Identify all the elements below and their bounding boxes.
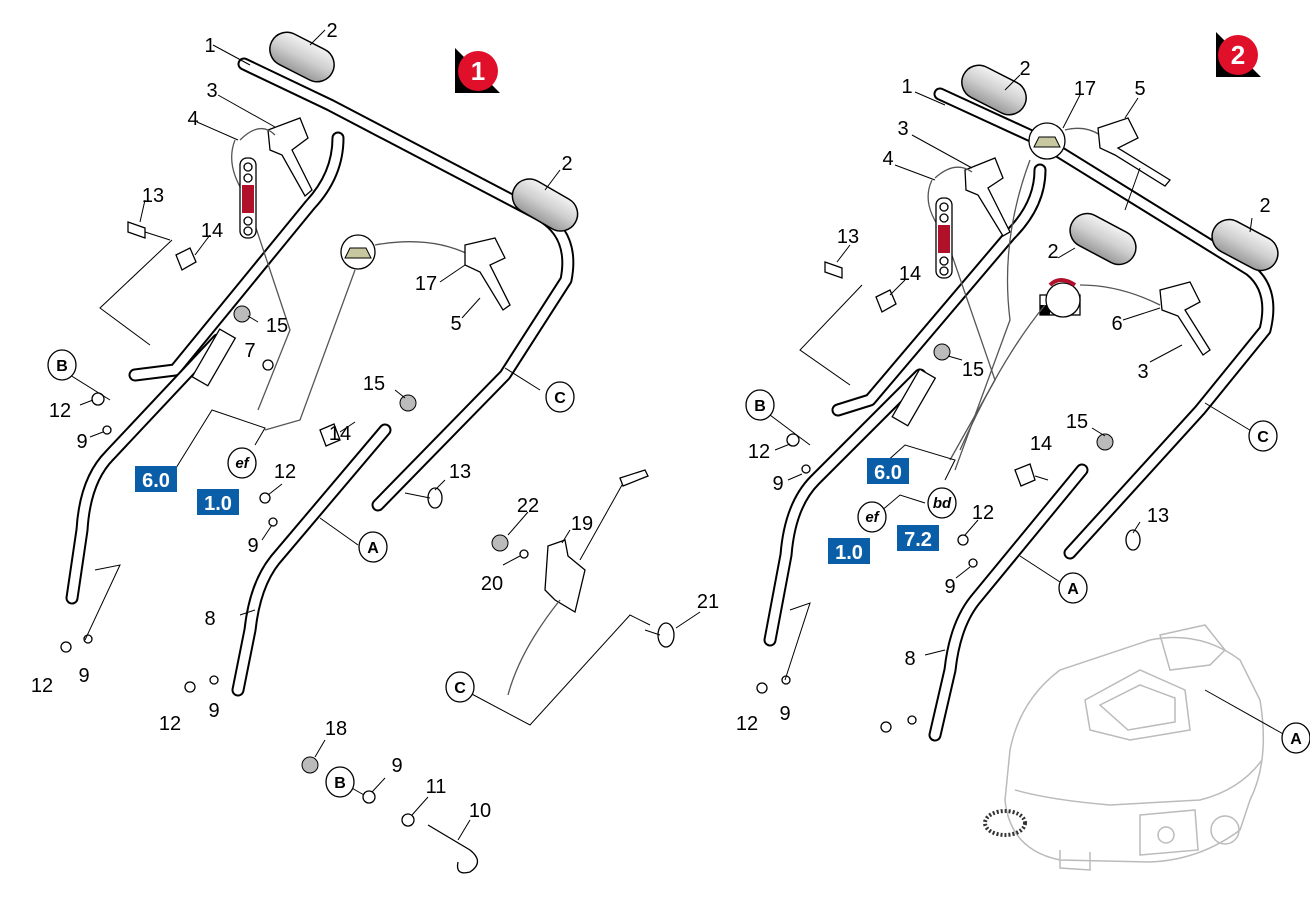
circle-label-ef: ef [235, 455, 250, 472]
part-number: 11 [426, 776, 447, 798]
part-number: 9 [247, 535, 258, 557]
part-number: 3 [897, 118, 908, 140]
part-number: 4 [187, 108, 198, 130]
part-number: 9 [78, 665, 89, 687]
circle-label-ef: ef [865, 509, 880, 526]
part-number: 17 [415, 273, 437, 295]
part-number: 1 [204, 35, 215, 57]
figure-1-ref-boxes: 6.0 1.0 [135, 466, 239, 515]
part-number: 12 [31, 675, 53, 697]
figure-2-badge-number: 2 [1231, 40, 1245, 70]
part-number: 2 [1259, 195, 1270, 217]
part-number: 9 [944, 576, 955, 598]
part-number: 14 [329, 423, 351, 445]
part-number: 2 [1019, 58, 1030, 80]
part-number: 2 [326, 20, 337, 42]
part-number: 9 [779, 703, 790, 725]
part-number: 14 [201, 220, 223, 242]
figure-1-badge: 1 [455, 48, 500, 93]
part-number: 15 [962, 359, 984, 381]
part-number: 9 [772, 473, 783, 495]
ref-box-6-0: 6.0 [142, 470, 170, 492]
figure-2-ref-boxes: 6.0 1.0 7.2 [828, 458, 939, 564]
part-number: 2 [561, 153, 572, 175]
part-number: 14 [899, 263, 921, 285]
part-number: 13 [1147, 505, 1169, 527]
part-number: 3 [1137, 361, 1148, 383]
part-number: 15 [1066, 411, 1088, 433]
figure-1-part-numbers: 1 2 2 3 4 5 7 8 9 9 9 9 9 10 11 12 12 12… [31, 20, 719, 822]
part-number: 15 [266, 315, 288, 337]
sweeper-brush [983, 809, 1027, 837]
part-number: 10 [469, 800, 491, 822]
part-number: 12 [736, 713, 758, 735]
circle-label-A: A [1067, 581, 1079, 598]
part-number: 14 [1030, 433, 1052, 455]
part-number: 4 [882, 148, 893, 170]
part-number: 17 [1074, 78, 1096, 100]
part-number: 1 [901, 76, 912, 98]
ref-box-7-2: 7.2 [904, 529, 932, 551]
figure-2-badge: 2 [1216, 32, 1261, 77]
ref-box-1-0: 1.0 [204, 493, 232, 515]
circle-label-B: B [334, 775, 346, 792]
part-number: 2 [1047, 241, 1058, 263]
part-number: 6 [1111, 313, 1122, 335]
ref-box-1-0: 1.0 [835, 542, 863, 564]
part-number: 20 [481, 573, 503, 595]
circle-label-C: C [554, 390, 566, 407]
figure-1: 1 [31, 20, 719, 874]
part-number: 18 [325, 718, 347, 740]
part-number: 5 [450, 313, 461, 335]
part-number: 9 [76, 431, 87, 453]
part-number: 5 [1134, 78, 1145, 100]
part-number: 12 [49, 400, 71, 422]
figure-2-circle-labels: B C A A ef bd [745, 389, 1310, 754]
ref-box-6-0: 6.0 [874, 462, 902, 484]
part-number: 13 [449, 461, 471, 483]
part-number: 13 [837, 226, 859, 248]
circle-label-C: C [454, 680, 466, 697]
circle-label-B: B [56, 358, 68, 375]
part-number: 13 [142, 185, 164, 207]
circle-label-A: A [367, 540, 379, 557]
part-number: 12 [748, 441, 770, 463]
figure-1-badge-number: 1 [471, 56, 485, 86]
figure-2: 2 [736, 32, 1310, 871]
circle-label-C: C [1257, 429, 1269, 446]
part-number: 8 [904, 648, 915, 670]
sweeper-machine [1004, 624, 1265, 871]
figure-1-circle-labels: B C A C B ef [47, 349, 575, 798]
part-number: 9 [208, 700, 219, 722]
part-number: 12 [972, 502, 994, 524]
circle-label-A: A [1290, 731, 1302, 748]
part-number: 19 [571, 513, 593, 535]
circle-label-bd: bd [933, 495, 952, 512]
part-number: 12 [274, 461, 296, 483]
part-number: 7 [244, 340, 255, 362]
figure-2-part-numbers: 1 2 2 2 3 3 4 5 6 8 9 9 9 12 12 12 13 13… [736, 58, 1271, 735]
part-number: 15 [363, 373, 385, 395]
part-number: 21 [697, 591, 719, 613]
part-number: 12 [159, 713, 181, 735]
part-number: 9 [391, 755, 402, 777]
part-number: 22 [517, 495, 539, 517]
part-number: 8 [204, 608, 215, 630]
circle-label-B: B [754, 398, 766, 415]
part-number: 3 [206, 80, 217, 102]
